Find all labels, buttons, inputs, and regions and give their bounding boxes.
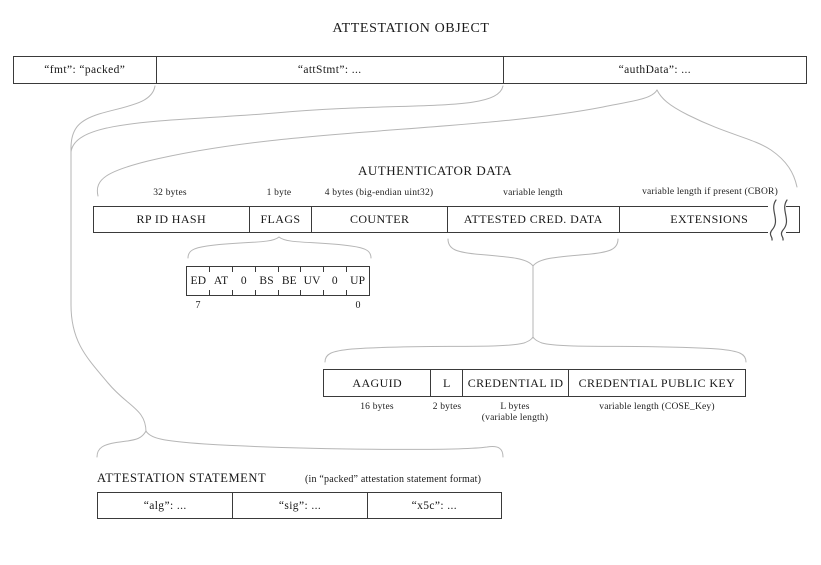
attested-cred-data-row: AAGUID L CREDENTIAL ID CREDENTIAL PUBLIC… (323, 369, 746, 397)
flag-bit-bs: BS (254, 267, 278, 295)
flag-bit-ed: ED (190, 275, 207, 287)
credential-public-key-size-label: variable length (COSE_Key) (599, 402, 715, 412)
aaguid-cell: AAGUID (352, 375, 403, 390)
flags-bit-box: ED AT 0 BS BE UV 0 UP (186, 266, 370, 296)
credential-id-size-label: L bytes (variable length) (481, 402, 549, 423)
extensions-size-label: variable length if present (CBOR) (642, 187, 778, 197)
authenticator-data-brace-left (96, 89, 658, 197)
authenticator-data-title: AUTHENTICATOR DATA (358, 163, 512, 178)
attestation-statement-row: “alg”: ... “sig”: ... “x5c”: ... (97, 492, 502, 519)
credential-id-cell: CREDENTIAL ID (462, 370, 568, 396)
counter-cell: COUNTER (311, 207, 447, 232)
credential-public-key-cell: CREDENTIAL PUBLIC KEY (567, 370, 745, 396)
authdata-cell: “authData”: ... (502, 57, 806, 83)
extensions-cell: EXTENSIONS (618, 207, 799, 232)
flags-brace (187, 236, 372, 259)
flags-cell: FLAGS (248, 207, 312, 232)
flags-msb-index: 7 (195, 300, 201, 311)
flag-bit-up: UP (345, 267, 369, 295)
flags-lsb-index: 0 (355, 300, 361, 311)
attstmt-funnel-stem (70, 145, 147, 433)
length-size-label: 2 bytes (432, 402, 462, 412)
page-title: ATTESTATION OBJECT (332, 21, 490, 36)
attested-cred-data-upper-brace (447, 238, 619, 267)
flag-bit-rfu1: 0 (232, 267, 256, 295)
attestation-statement-title: ATTESTATION STATEMENT (97, 471, 267, 485)
sig-cell: “sig”: ... (232, 493, 366, 518)
flag-bit-at: AT (209, 267, 233, 295)
attested-cred-data-size-label: variable length (503, 188, 563, 198)
flag-bit-be: BE (277, 267, 301, 295)
rp-id-hash-size-label: 32 bytes (153, 188, 187, 198)
flag-bit-rfu0: 0 (323, 267, 347, 295)
fmt-cell: “fmt”: “packed” (44, 64, 126, 76)
attstmt-cell: “attStmt”: ... (155, 57, 503, 83)
x5c-cell: “x5c”: ... (366, 493, 501, 518)
counter-size-label: 4 bytes (big-endian uint32) (324, 188, 434, 198)
flags-size-label: 1 byte (266, 188, 292, 198)
attestation-object-row: “fmt”: “packed” “attStmt”: ... “authData… (13, 56, 807, 84)
attested-cred-data-cell: ATTESTED CRED. DATA (447, 207, 619, 232)
aaguid-size-label: 16 bytes (360, 402, 394, 412)
attested-cred-data-lower-brace (324, 336, 747, 363)
authenticator-data-row: RP ID HASH FLAGS COUNTER ATTESTED CRED. … (93, 206, 800, 233)
attestation-statement-note: (in “packed” attestation statement forma… (305, 474, 482, 485)
authenticator-data-brace-right (656, 89, 798, 188)
attstmt-funnel-left-curve (70, 85, 156, 149)
length-cell: L (430, 370, 462, 396)
alg-cell: “alg”: ... (143, 499, 187, 512)
attstmt-funnel-right-curve (70, 85, 504, 153)
flag-bit-uv: UV (300, 267, 324, 295)
rp-id-hash-cell: RP ID HASH (136, 212, 207, 226)
attestation-statement-brace (96, 429, 504, 458)
